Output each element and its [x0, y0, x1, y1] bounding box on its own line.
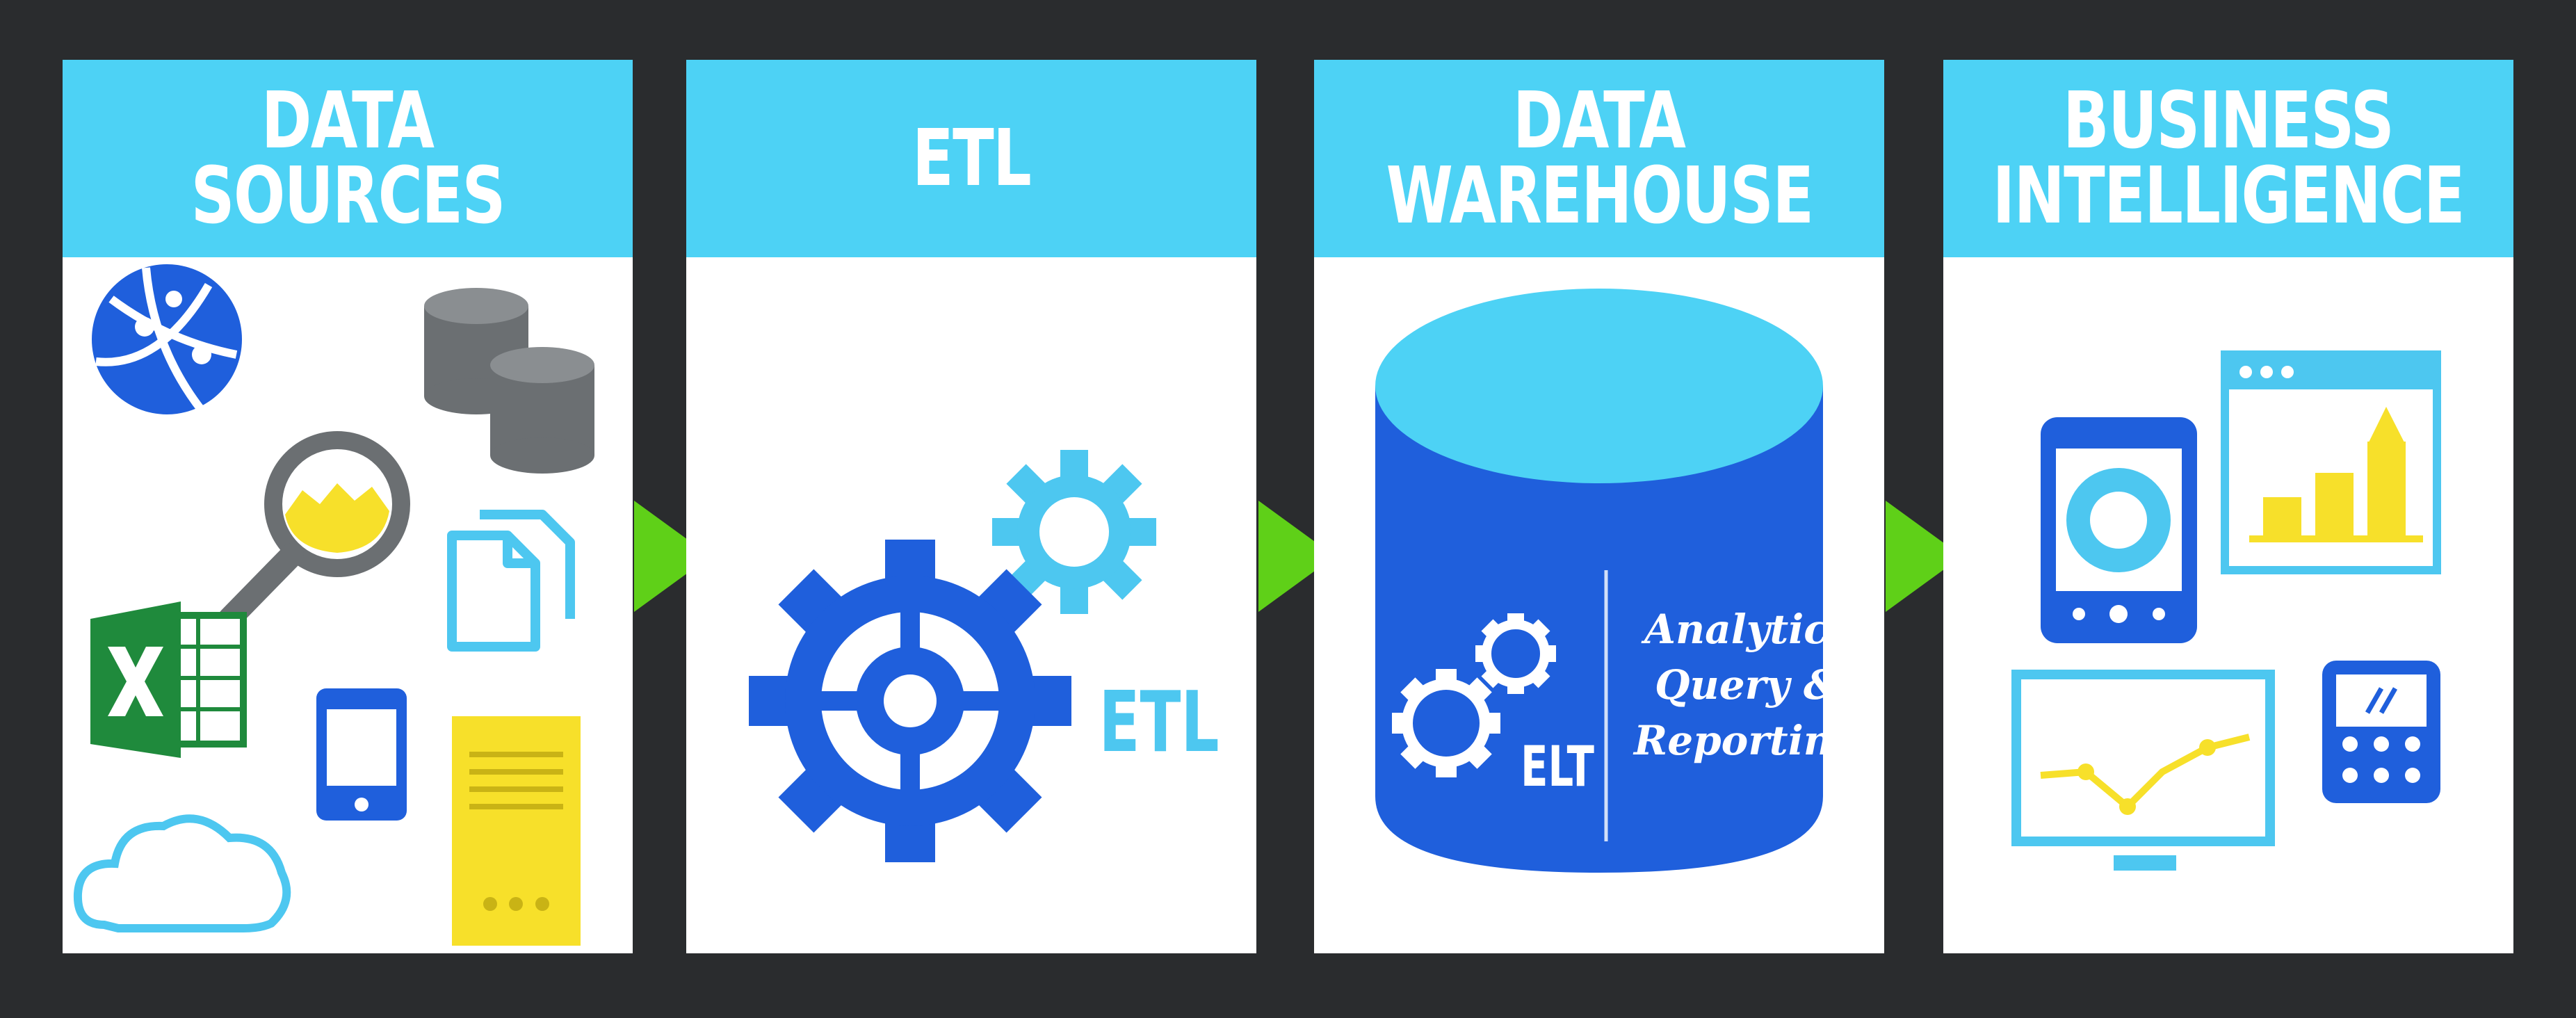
arrow-icon — [1886, 501, 1962, 612]
magnifier-chart-icon — [218, 431, 410, 631]
panel-body-data-warehouse: ELT Analytic Query & Reporting — [1314, 257, 1884, 953]
panel-header-etl: ETL — [686, 60, 1256, 257]
header-line: DATA — [261, 76, 435, 166]
documents-icon — [447, 510, 575, 652]
warehouse-label-line: Analytic — [1641, 606, 1829, 653]
database-icon — [424, 288, 594, 474]
panel-header-business-intelligence: BUSINESS INTELLIGENCE — [1943, 60, 2513, 257]
elt-label: ELT — [1521, 735, 1594, 800]
panel-business-intelligence: BUSINESS INTELLIGENCE — [1943, 60, 2513, 953]
globe-icon — [92, 264, 242, 414]
panel-header-data-sources: DATA SOURCES — [63, 60, 633, 257]
header-line: SOURCES — [191, 151, 505, 241]
calculator-icon — [2322, 661, 2440, 803]
cloud-icon — [73, 814, 291, 932]
gear-icon — [992, 450, 1156, 614]
panel-header-data-warehouse: DATA WAREHOUSE — [1314, 60, 1884, 257]
header-line: INTELLIGENCE — [1992, 151, 2465, 241]
arrow-icon — [634, 501, 711, 612]
header-line: BUSINESS — [2063, 76, 2395, 166]
business-intelligence-illustration — [2011, 350, 2441, 871]
header-line: WAREHOUSE — [1386, 151, 1813, 241]
monitor-chart-icon — [2011, 670, 2275, 871]
panel-etl: ETL — [686, 60, 1256, 953]
panel-body-data-sources — [63, 257, 633, 953]
warehouse-label-line: Query & — [1655, 661, 1840, 709]
panel-data-sources: DATA SOURCES — [63, 60, 633, 953]
gear-icon — [1475, 613, 1556, 694]
gear-icon — [749, 540, 1071, 862]
etl-illustration: ETL — [749, 450, 1220, 862]
header-line: DATA — [1513, 76, 1686, 166]
arrow-icon — [1258, 501, 1335, 612]
smartphone-icon — [316, 688, 407, 821]
excel-icon — [90, 601, 247, 758]
header-line: ETL — [912, 113, 1032, 204]
mobile-chart-icon — [2041, 417, 2197, 643]
etl-body-label: ETL — [1099, 674, 1219, 771]
browser-chart-icon — [2221, 350, 2441, 574]
database-cylinder-icon — [1375, 289, 1823, 873]
warehouse-label-line: Reporting — [1633, 717, 1861, 764]
data-sources-illustration — [73, 264, 594, 946]
gear-icon — [1392, 669, 1500, 777]
server-icon — [452, 716, 581, 946]
panel-data-warehouse: DATA WAREHOUSE — [1314, 60, 1884, 953]
panel-body-etl: ETL — [686, 257, 1256, 953]
panel-body-business-intelligence — [1943, 257, 2513, 953]
data-warehouse-illustration: ELT Analytic Query & Reporting — [1375, 289, 1861, 873]
